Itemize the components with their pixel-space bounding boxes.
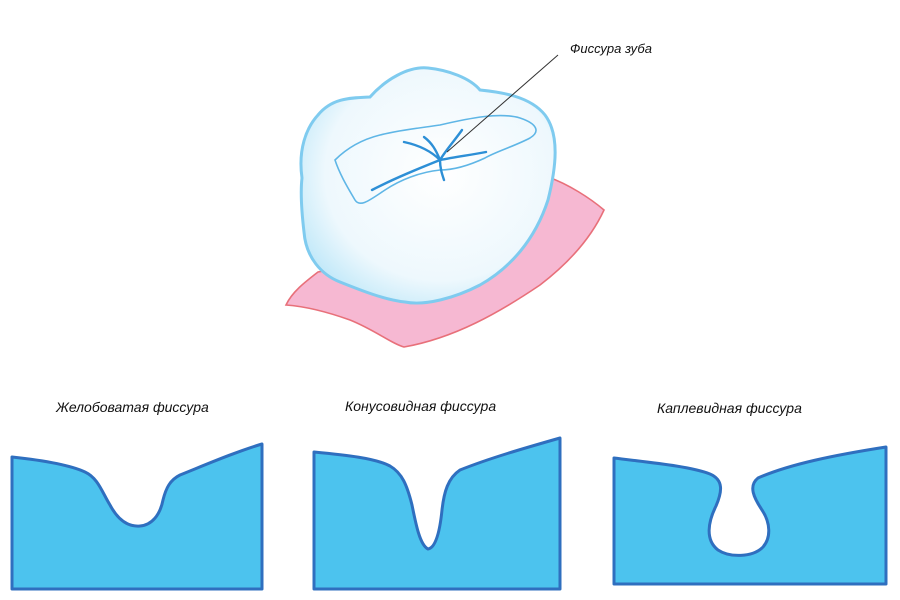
fissure-type-label: Каплевидная фиссура (657, 400, 802, 416)
fissure-type-groove: Желобоватая фиссура (10, 399, 264, 591)
tooth-fissure (370, 128, 488, 192)
fissure-type-label: Желобоватая фиссура (55, 399, 209, 415)
leader-line (446, 54, 559, 153)
groove-fissure-shape (10, 442, 264, 591)
drop-fissure-shape (612, 445, 888, 586)
fissure-type-drop: Каплевидная фиссура (612, 400, 888, 586)
fissure-type-label: Конусовидная фиссура (345, 398, 496, 414)
tooth-crown (299, 66, 557, 305)
occlusal-ridge (334, 114, 537, 205)
fissure-type-cone: Конусовидная фиссура (312, 398, 562, 591)
tooth-illustration: Фиссура зуба (284, 41, 652, 348)
tooth-fissure-label: Фиссура зуба (570, 41, 652, 56)
cone-fissure-shape (312, 436, 562, 591)
